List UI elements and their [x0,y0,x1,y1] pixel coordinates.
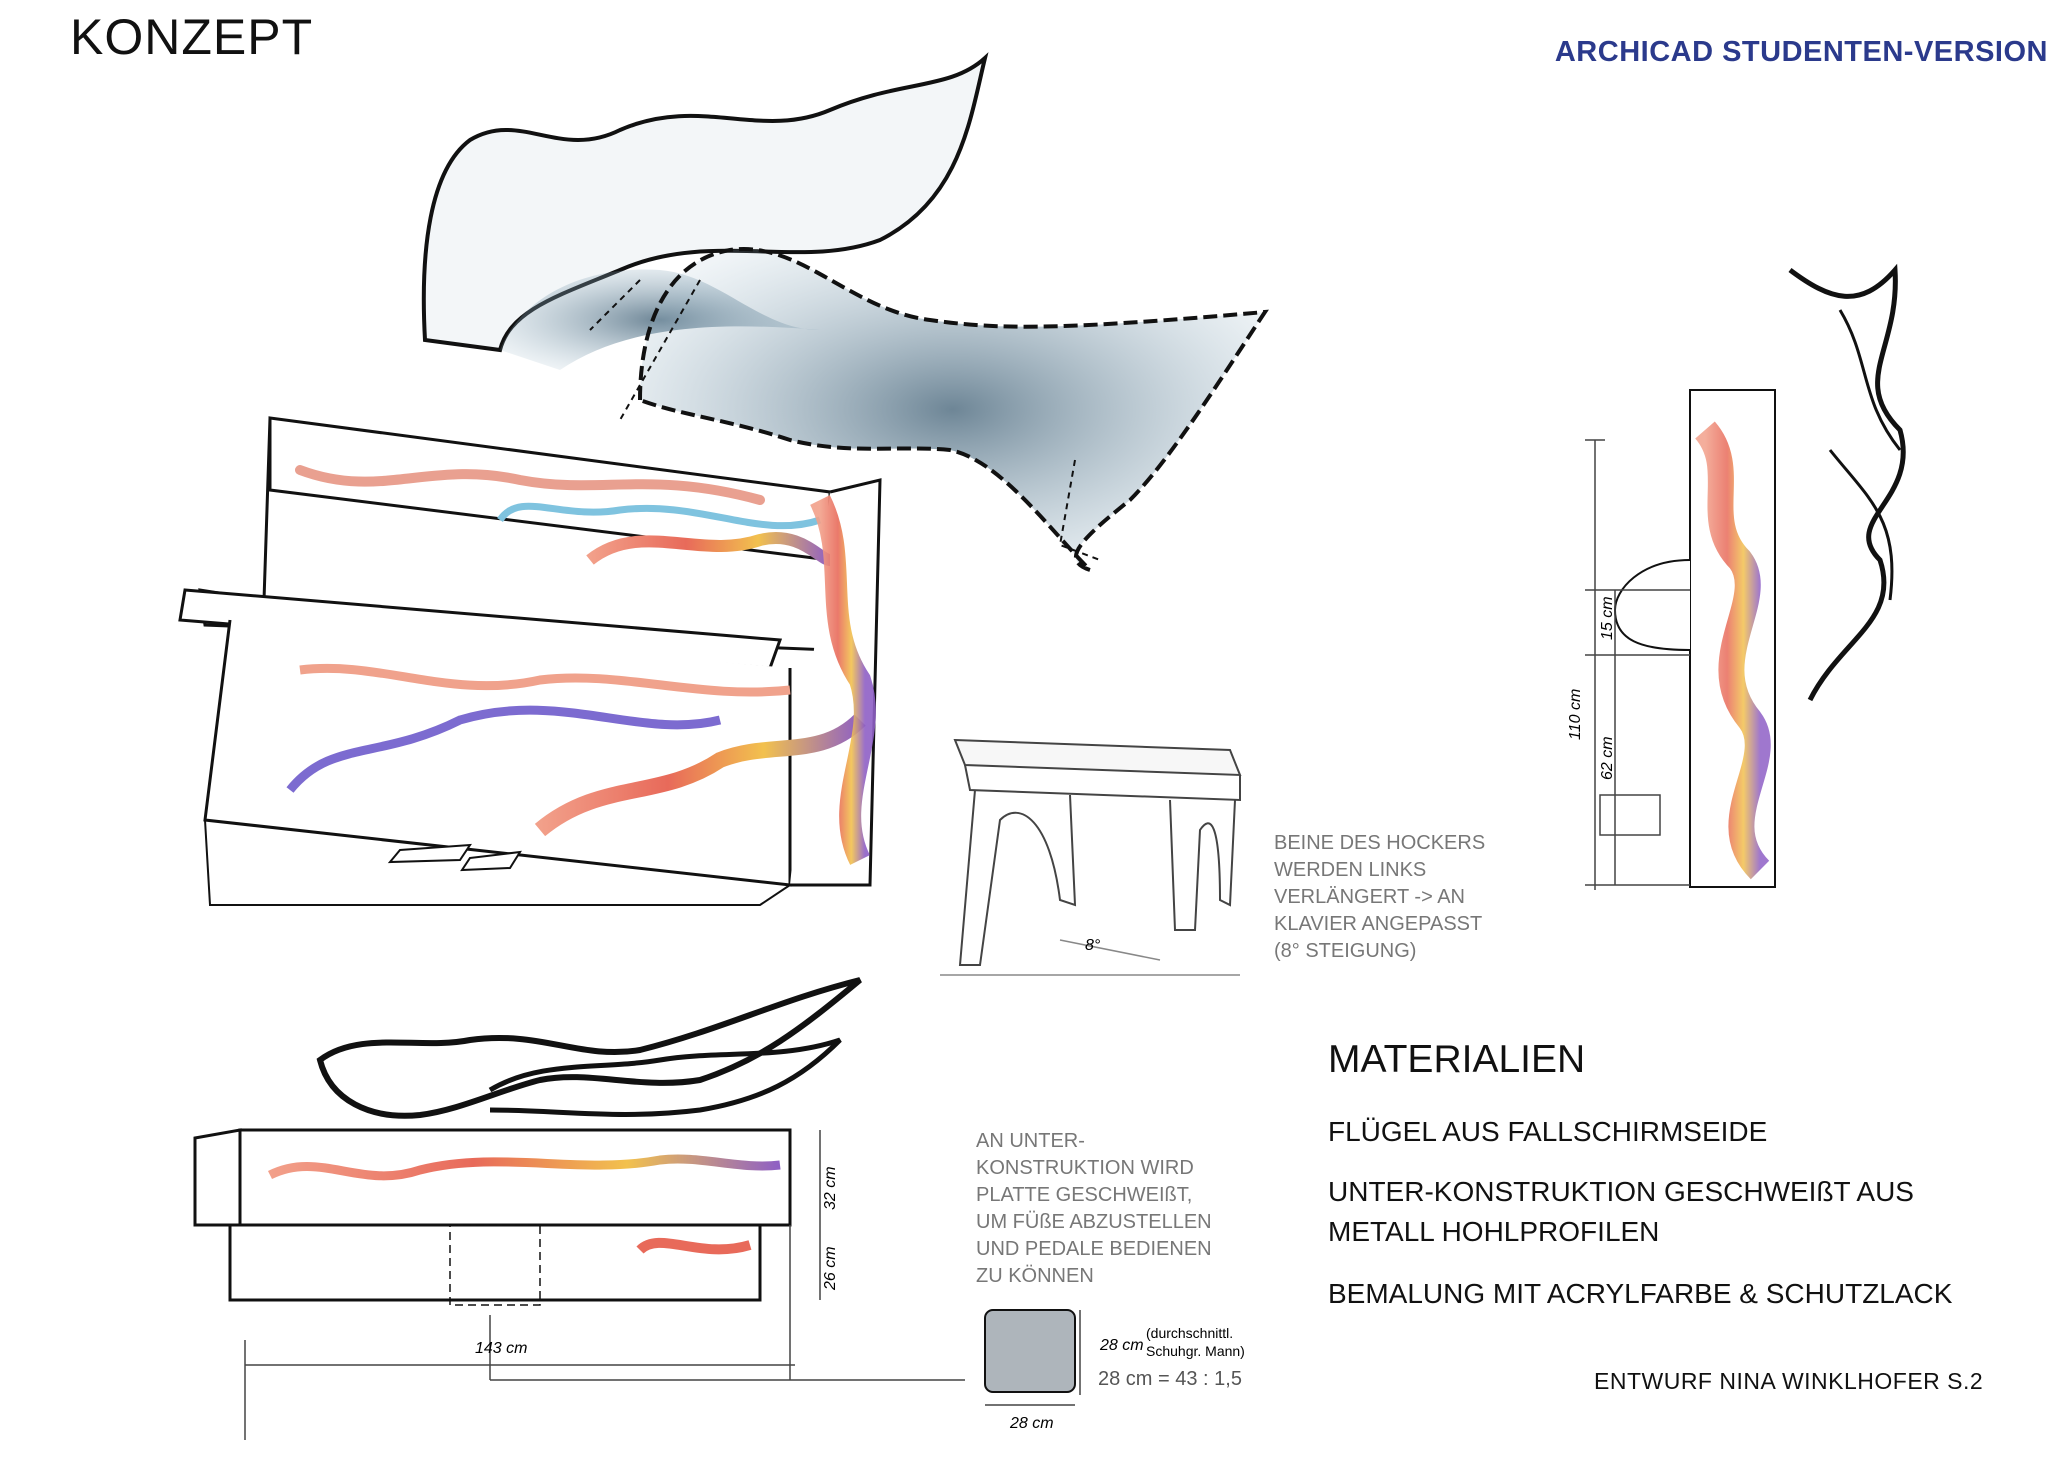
materials-title: MATERIALIEN [1328,1038,1586,1081]
stool-angle-label: 8° [1085,937,1101,954]
piano-perspective-sketch [178,416,882,906]
author-label: ENTWURF NINA WINKLHOFER S.2 [1594,1368,1984,1394]
foot-size-label: 28 cm [1099,1337,1144,1354]
plate-note-line: ZU KÖNNEN [976,1265,1094,1287]
stool-note-line: (8° STEIGUNG) [1274,940,1417,962]
watermark-label: ARCHICAD STUDENTEN-VERSION [1554,36,2048,68]
side-height-lower-label: 62 cm [1599,736,1616,780]
stool-note-line: KLAVIER ANGEPASST [1274,913,1483,935]
stool-note-line: WERDEN LINKS [1274,859,1427,881]
piano-side-sketch [1585,263,1906,890]
plate-note: AN UNTER- KONSTRUKTION WIRD PLATTE GESCH… [976,1128,1212,1290]
foot-note-1: (durchschnittl. [1146,1325,1233,1341]
plate-note-line: UND PEDALE BEDIENEN [976,1238,1212,1260]
stool-sketch [940,738,1242,976]
piano-front-sketch [193,977,965,1440]
plate-note-line: AN UNTER- [976,1130,1085,1152]
plate-note-line: PLATTE GESCHWEIßT, [976,1184,1193,1206]
front-width-label: 143 cm [475,1340,527,1357]
foot-ratio-label: 28 cm = 43 : 1,5 [1098,1368,1242,1390]
page-title: KONZEPT [70,9,314,65]
stool-note-line: BEINE DES HOCKERS [1274,832,1486,854]
front-height-bottom-label: 26 cm [822,1246,839,1291]
wing-sketch [421,52,1269,572]
material-item: UNTER-KONSTRUKTION GESCHWEIßT AUS METALL… [1328,1176,1914,1247]
stool-note: BEINE DES HOCKERS WERDEN LINKS VERLÄNGER… [1274,830,1485,965]
side-height-upper-label: 15 cm [1599,596,1616,640]
stool-note-line: VERLÄNGERT -> AN [1274,886,1465,908]
foot-width-label: 28 cm [1009,1415,1054,1432]
plate-note-line: UM FÜßE ABZUSTELLEN [976,1211,1212,1233]
material-item: FLÜGEL AUS FALLSCHIRMSEIDE [1328,1116,1768,1147]
foot-note-2: Schuhgr. Mann) [1146,1343,1245,1359]
foot-plate-sketch [984,1309,1081,1406]
front-height-top-label: 32 cm [822,1166,839,1210]
plate-note-line: KONSTRUKTION WIRD [976,1157,1194,1179]
side-height-total-label: 110 cm [1567,689,1584,740]
material-item: BEMALUNG MIT ACRYLFARBE & SCHUTZLACK [1328,1278,1953,1309]
